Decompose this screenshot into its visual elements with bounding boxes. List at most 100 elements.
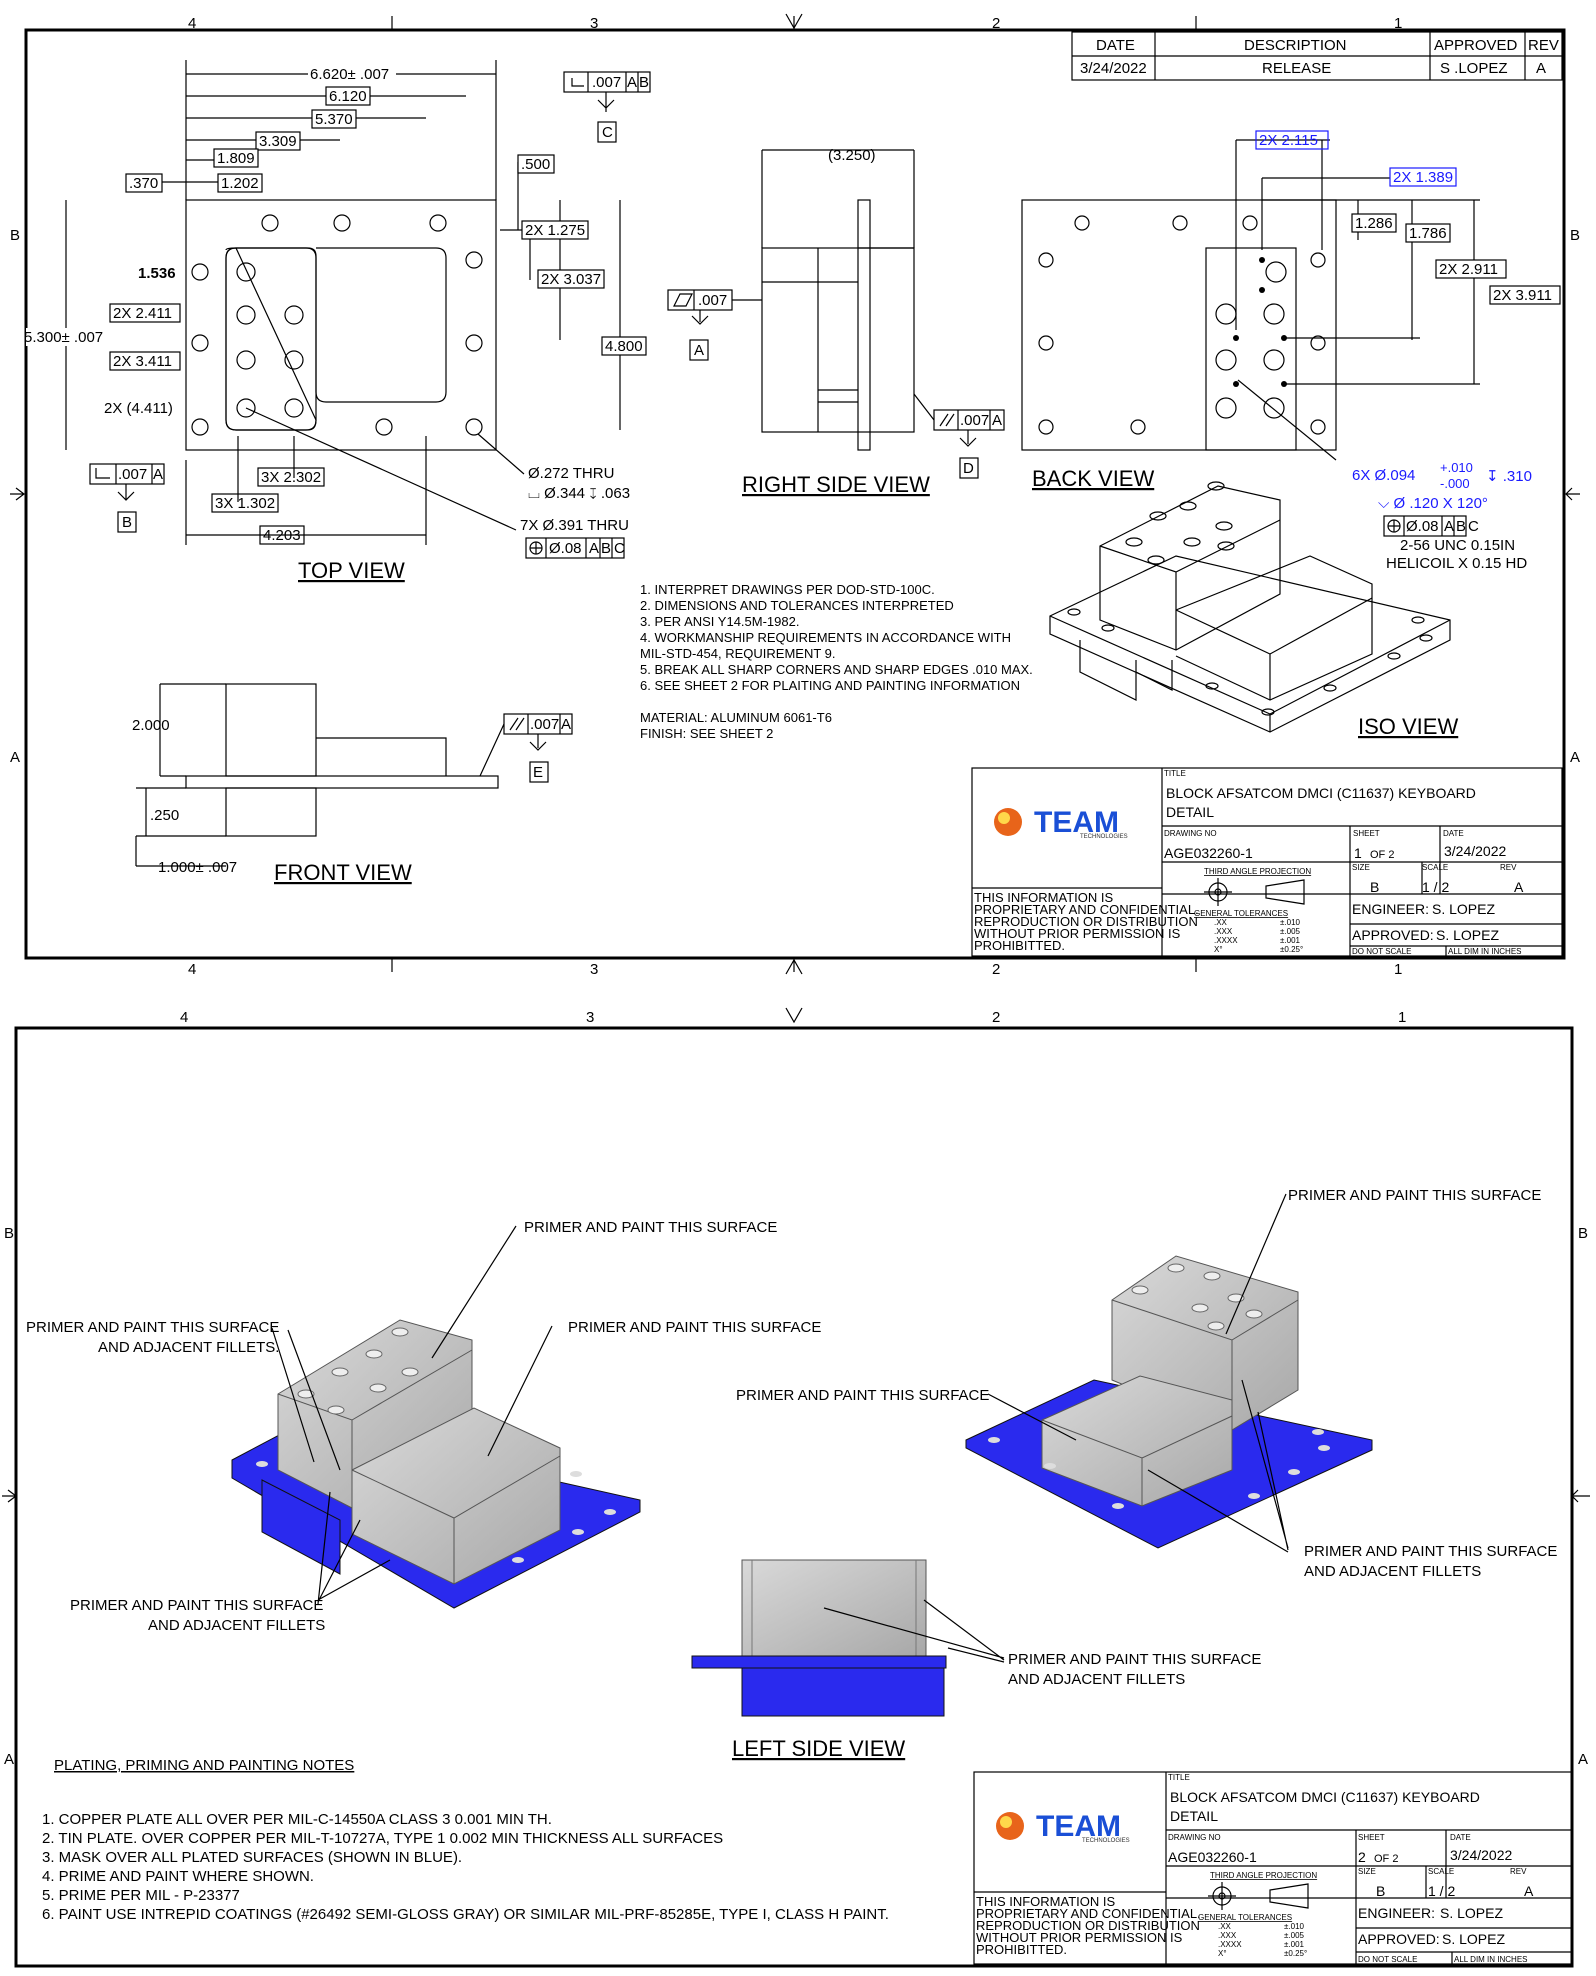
zone-4-bottom: 4 — [188, 961, 196, 978]
right-view-body — [761, 247, 915, 433]
front-view: 2.000 .250 1.000± .007 .007 A E FRONT VI… — [132, 683, 573, 885]
svg-text:.007: .007 — [118, 466, 147, 483]
team-logo-sheet2: TEAM TECHNOLOGIES — [996, 1810, 1130, 1844]
svg-text:THIS INFORMATION IS: THIS INFORMATION IS — [976, 1894, 1115, 1909]
front-view-base — [185, 775, 499, 789]
parallelism-frame-e: .007 A E — [479, 713, 573, 783]
svg-text:REV: REV — [1510, 1867, 1527, 1876]
svg-text:ALL DIM IN INCHES: ALL DIM IN INCHES — [1454, 1955, 1528, 1964]
front-view-boss — [225, 683, 317, 777]
dim-4-800: 4.800 — [605, 338, 643, 355]
svg-text:REV: REV — [1500, 863, 1517, 872]
plating-note-4: 4. PRIME AND PAINT WHERE SHOWN. — [42, 1868, 314, 1885]
drawing-title-2: DETAIL — [1166, 804, 1214, 820]
zone-3-bottom: 3 — [590, 961, 598, 978]
approver-name: S. LOPEZ — [1436, 927, 1499, 943]
rev-date: 3/24/2022 — [1080, 60, 1147, 77]
callout-counterbore: ⌴ Ø.344 ↧ .063 — [528, 485, 630, 502]
callout-fillets-bottom-2: AND ADJACENT FILLETS — [148, 1617, 325, 1634]
dim-2x-2-411: 2X 2.411 — [113, 305, 172, 322]
callout-depth-310: ↧ .310 — [1486, 468, 1532, 485]
svg-text:THIRD ANGLE PROJECTION: THIRD ANGLE PROJECTION — [1210, 1871, 1317, 1880]
sheet-2: 4 3 2 1 B A B A — [2, 1007, 1590, 1968]
svg-text:A: A — [589, 540, 599, 557]
sheet-1: 4 3 2 1 4 3 2 1 B A B A DATE DESCRIPTION… — [10, 13, 1580, 978]
svg-text:THIRD ANGLE PROJECTION: THIRD ANGLE PROJECTION — [1204, 867, 1311, 876]
back-view-title: BACK VIEW — [1032, 466, 1154, 491]
svg-text:PROHIBITTED.: PROHIBITTED. — [976, 1942, 1067, 1957]
svg-text:.XX: .XX — [1218, 1922, 1232, 1931]
svg-text:PROPRIETARY AND CONFIDENTIAL.: PROPRIETARY AND CONFIDENTIAL. — [974, 902, 1199, 917]
title-rev: A — [1514, 879, 1524, 895]
svg-text:B: B — [601, 540, 611, 557]
title-block-sheet2: TITLE BLOCK AFSATCOM DMCI (C11637) KEYBO… — [973, 1771, 1573, 1965]
svg-text:SHEET: SHEET — [1353, 829, 1380, 838]
dim-5-300: 5.300± .007 — [24, 329, 103, 346]
rev-approved: S .LOPEZ — [1440, 60, 1508, 77]
dim-2x-3-911: 2X 3.911 — [1493, 287, 1552, 304]
note-6: 6. SEE SHEET 2 FOR PLAITING AND PAINTING… — [640, 678, 1020, 693]
svg-text:THIS INFORMATION IS: THIS INFORMATION IS — [974, 890, 1113, 905]
svg-text:X°: X° — [1214, 945, 1223, 954]
svg-text:WITHOUT PRIOR PERMISSION IS: WITHOUT PRIOR PERMISSION IS — [976, 1930, 1183, 1945]
title-block-sheet1: TITLE BLOCK AFSATCOM DMCI (C11637) KEYBO… — [971, 767, 1563, 957]
finish: FINISH: SEE SHEET 2 — [640, 726, 773, 741]
callout-side-2: AND ADJACENT FILLETS — [1008, 1671, 1185, 1688]
painted-iso-left — [231, 1319, 641, 1609]
svg-text:TITLE: TITLE — [1164, 769, 1186, 778]
svg-text:X°: X° — [1218, 1949, 1227, 1958]
sheet-2-border — [14, 1026, 1574, 1968]
dim-1-000: 1.000± .007 — [158, 859, 237, 876]
svg-text:±.005: ±.005 — [1284, 1931, 1305, 1940]
svg-text:GENERAL TOLERANCES: GENERAL TOLERANCES — [1194, 909, 1288, 918]
zone-3-top-s2: 3 — [586, 1009, 594, 1026]
note-1: 1. INTERPRET DRAWINGS PER DOD-STD-100C. — [640, 582, 935, 597]
back-view-holes — [1038, 215, 1326, 435]
note-4b: MIL-STD-454, REQUIREMENT 9. — [640, 646, 836, 661]
dim-2x-4-411: 2X (4.411) — [104, 400, 173, 417]
right-view-title: RIGHT SIDE VIEW — [742, 472, 930, 497]
svg-text:±0.25°: ±0.25° — [1280, 945, 1303, 954]
svg-text:A: A — [153, 466, 163, 483]
engineer-name-s2: S. LOPEZ — [1440, 1905, 1503, 1921]
front-view-title: FRONT VIEW — [274, 860, 412, 885]
zone-b-left: B — [10, 227, 20, 244]
callout-fillets-right-2: AND ADJACENT FILLETS — [1304, 1563, 1481, 1580]
svg-text:PROHIBITTED.: PROHIBITTED. — [974, 938, 1065, 953]
rev-header-rev: REV — [1528, 37, 1559, 54]
svg-text:SHEET: SHEET — [1358, 1833, 1385, 1842]
dim-2x-1-275: 2X 1.275 — [525, 222, 585, 239]
plating-notes: PLATING, PRIMING AND PAINTING NOTES 1. C… — [42, 1757, 889, 1923]
engineer-name: S. LOPEZ — [1432, 901, 1495, 917]
callout-top-surface-right: PRIMER AND PAINT THIS SURFACE — [1288, 1187, 1541, 1204]
right-side-view: (3.250) .007 A .007 A D RIGHT SIDE VIEW — [667, 147, 1005, 497]
back-view: 2X 2.115 2X 1.389 1.286 1.786 2X 2.911 2… — [1021, 130, 1561, 572]
dim-250: .250 — [150, 807, 179, 824]
zone-2-top-s2: 2 — [992, 1009, 1000, 1026]
plating-note-1: 1. COPPER PLATE ALL OVER PER MIL-C-14550… — [42, 1811, 552, 1828]
zone-a-left: A — [10, 749, 20, 766]
svg-text:Ø.08: Ø.08 — [549, 540, 582, 557]
svg-text:DRAWING NO: DRAWING NO — [1164, 829, 1217, 838]
svg-text:.XXXX: .XXXX — [1214, 936, 1238, 945]
svg-text:DO NOT SCALE: DO NOT SCALE — [1352, 947, 1411, 956]
svg-text:TEAM: TEAM — [1036, 1810, 1121, 1843]
plating-notes-title: PLATING, PRIMING AND PAINTING NOTES — [54, 1757, 354, 1774]
top-view: 6.620± .007 6.120 5.370 3.309 1.809 1.20… — [24, 60, 651, 583]
dim-2x-2-115: 2X 2.115 — [1259, 132, 1318, 149]
datum-b-frame: .007 A B — [89, 463, 165, 533]
rev-header-description: DESCRIPTION — [1244, 37, 1347, 54]
sheet-scale: 1 / 2 — [1422, 879, 1449, 895]
dim-500: .500 — [521, 156, 550, 173]
zone-b-right: B — [1570, 227, 1580, 244]
svg-text:ENGINEER:: ENGINEER: — [1352, 901, 1429, 917]
flatness-frame: .007 A — [667, 289, 762, 361]
svg-text:±.001: ±.001 — [1280, 936, 1301, 945]
callout-tol-plus: +.010 — [1440, 460, 1473, 475]
iso-holes — [1067, 481, 1433, 716]
svg-text:.007: .007 — [698, 292, 727, 309]
back-view-boss — [1205, 247, 1297, 451]
left-side-view-title: LEFT SIDE VIEW — [732, 1736, 905, 1761]
position-frame-top: Ø.08 A B C — [525, 537, 625, 559]
plating-note-6: 6. PAINT USE INTREPID COATINGS (#26492 S… — [42, 1906, 889, 1923]
